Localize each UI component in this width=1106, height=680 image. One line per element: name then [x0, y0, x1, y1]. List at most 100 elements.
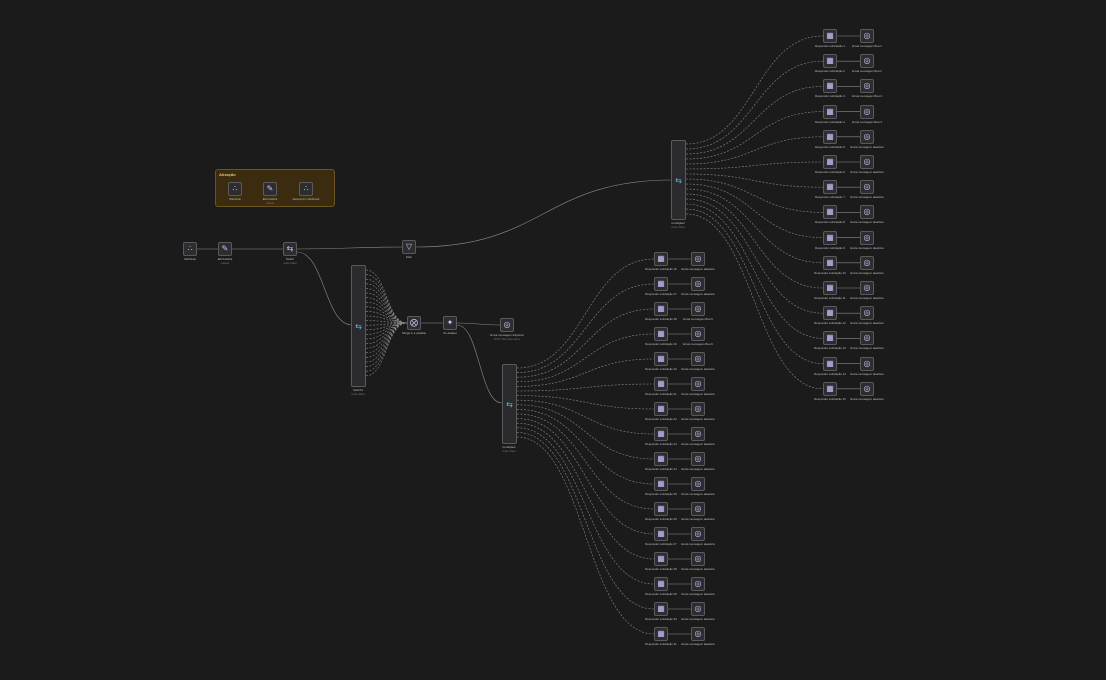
merge-node[interactable]: ⨂	[407, 316, 421, 330]
mid-row-a-6[interactable]: ▦	[654, 402, 668, 416]
switch-icon: ⇆	[675, 175, 682, 185]
top-row-a-12[interactable]: ▦	[823, 331, 837, 346]
top-row-b-5[interactable]: ◎	[860, 155, 874, 169]
top-row-a-3[interactable]: ▦	[823, 104, 837, 119]
connection-edge	[685, 183, 824, 238]
top-row-b-2[interactable]: ◎	[860, 79, 874, 94]
if-node[interactable]: ✦	[443, 316, 457, 330]
node-label: Envia mensagem aleatória	[681, 392, 715, 396]
top-row-b-11[interactable]: ◎	[860, 306, 874, 321]
mid-row-a-10[interactable]: ▦	[654, 502, 668, 516]
top-row-a-6[interactable]: ▦	[823, 180, 837, 195]
top-row-a-11[interactable]: ▦	[823, 306, 837, 321]
connection-edge	[365, 322, 408, 367]
mid-row-b-12[interactable]: ◎	[691, 552, 705, 566]
top-row-b-3[interactable]: ◎	[860, 104, 874, 119]
mid-row-b-8[interactable]: ◎	[691, 452, 705, 466]
mid-row-a-4[interactable]: ▦	[654, 352, 668, 366]
sticky-node-1[interactable]: ✎	[263, 182, 277, 196]
mid-row-a-5[interactable]: ▦	[654, 377, 668, 391]
node-label: Envia mensagem aleatória	[681, 417, 715, 421]
top-row-a-14[interactable]: ▦	[823, 381, 837, 396]
sticky-note-title: Ativação	[219, 172, 236, 177]
top-row-a-2[interactable]: ▦	[823, 79, 837, 94]
edit-fields-node[interactable]: ✎	[218, 242, 232, 256]
top-row-b-12[interactable]: ◎	[860, 331, 874, 346]
top-row-b-13[interactable]: ◎	[860, 356, 874, 371]
top-row-a-9[interactable]: ▦	[823, 255, 837, 270]
top-row-a-5[interactable]: ▦	[823, 155, 837, 169]
mid-row-b-2[interactable]: ◎	[691, 302, 705, 316]
top-row-b-14[interactable]: ◎	[860, 381, 874, 396]
mid-row-b-1[interactable]: ◎	[691, 277, 705, 291]
filter-node[interactable]: ▽	[402, 240, 416, 254]
top-row-a-10[interactable]: ▦	[823, 281, 837, 295]
mid-row-a-9[interactable]: ▦	[654, 477, 668, 491]
top-row-a-4[interactable]: ▦	[823, 129, 837, 144]
sticky-node-0[interactable]: ∴	[228, 182, 242, 196]
switch-root-node[interactable]: ⇆	[283, 242, 297, 256]
mid-row-b-10[interactable]: ◎	[691, 502, 705, 516]
connection-edge	[516, 427, 655, 585]
connection-edge	[456, 324, 503, 404]
top-row-a-7[interactable]: ▦	[823, 205, 837, 220]
mid-row-a-13[interactable]: ▦	[654, 577, 668, 591]
sheet-icon: ▦	[826, 157, 834, 166]
mid-row-b-13[interactable]: ◎	[691, 577, 705, 591]
top-row-b-7[interactable]: ◎	[860, 205, 874, 220]
mid-row-a-11[interactable]: ▦	[654, 527, 668, 541]
top-row-b-6[interactable]: ◎	[860, 180, 874, 195]
http-icon: ◎	[503, 320, 511, 329]
mid-row-b-6[interactable]: ◎	[691, 402, 705, 416]
mid-row-b-0[interactable]: ◎	[691, 252, 705, 266]
http-node[interactable]: ◎	[500, 318, 514, 332]
top-row-b-0[interactable]: ◎	[860, 29, 874, 43]
node-label: Envia mensagem aleatória	[681, 542, 715, 546]
node-label: Responder solicitação 20	[645, 367, 677, 371]
mid-row-b-7[interactable]: ◎	[691, 427, 705, 441]
sheet-icon: ▦	[657, 354, 665, 363]
node-label: Responder solicitação 24	[645, 467, 677, 471]
node-label: Responder solicitação 8	[815, 220, 845, 225]
mid-row-b-5[interactable]: ◎	[691, 377, 705, 391]
top-row-a-8[interactable]: ▦	[823, 230, 837, 245]
sticky-node-2[interactable]: ∴	[299, 182, 313, 196]
top-row-a-1[interactable]: ▦	[823, 54, 837, 69]
switch-top-node[interactable]: ⇆	[671, 140, 686, 220]
mid-row-b-4[interactable]: ◎	[691, 352, 705, 366]
top-row-b-4[interactable]: ◎	[860, 129, 874, 144]
mid-row-a-0[interactable]: ▦	[654, 252, 668, 266]
top-row-b-10[interactable]: ◎	[860, 281, 874, 295]
mid-row-b-3[interactable]: ◎	[691, 327, 705, 341]
top-row-b-9[interactable]: ◎	[860, 255, 874, 270]
mid-row-b-15[interactable]: ◎	[691, 627, 705, 641]
node-label: Envia mensagem aleatória	[850, 220, 884, 225]
pencil-icon: ✎	[266, 184, 274, 193]
http-icon: ◎	[863, 81, 871, 91]
mid-row-b-11[interactable]: ◎	[691, 527, 705, 541]
top-row-b-1[interactable]: ◎	[860, 54, 874, 69]
top-row-a-13[interactable]: ▦	[823, 356, 837, 371]
top-row-b-8[interactable]: ◎	[860, 230, 874, 245]
mid-row-a-7[interactable]: ▦	[654, 427, 668, 441]
mid-row-a-14[interactable]: ▦	[654, 602, 668, 616]
switch-mid-node[interactable]: ⇆	[502, 364, 517, 444]
connection-edge	[685, 173, 824, 188]
sheet-icon: ▦	[657, 254, 665, 263]
merge-icon: ⨂	[410, 318, 418, 327]
mid-row-a-8[interactable]: ▦	[654, 452, 668, 466]
mid-row-a-1[interactable]: ▦	[654, 277, 668, 291]
mid-row-a-2[interactable]: ▦	[654, 302, 668, 316]
node-label: Responder solicitação 23	[645, 442, 677, 446]
mid-row-b-9[interactable]: ◎	[691, 477, 705, 491]
mid-row-a-15[interactable]: ▦	[654, 627, 668, 641]
sheet-icon: ▦	[826, 232, 834, 242]
switch-tall-node[interactable]: ⇆	[351, 265, 366, 387]
mid-row-b-14[interactable]: ◎	[691, 602, 705, 616]
connection-edge	[365, 322, 408, 377]
mid-row-a-3[interactable]: ▦	[654, 327, 668, 341]
top-row-a-0[interactable]: ▦	[823, 29, 837, 43]
mid-row-a-12[interactable]: ▦	[654, 552, 668, 566]
webhook-node[interactable]: ∴	[183, 242, 197, 256]
